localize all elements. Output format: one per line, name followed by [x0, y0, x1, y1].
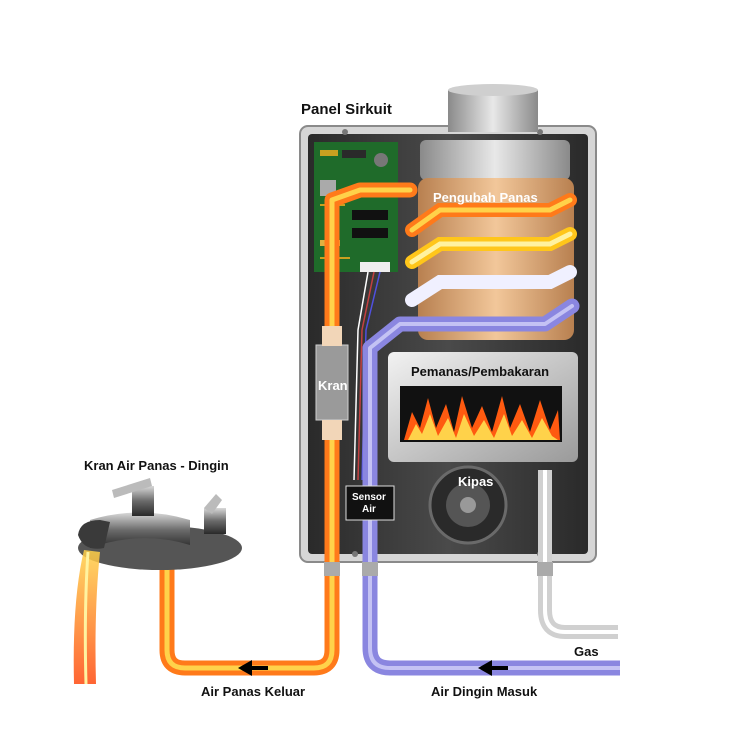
heat-exchanger [418, 178, 574, 340]
faucet-icon [78, 478, 242, 570]
label-gas: Gas [574, 644, 599, 659]
hot-coils [405, 193, 577, 307]
water-sensor [345, 485, 395, 521]
label-faucet: Kran Air Panas - Dingin [84, 458, 229, 473]
label-sensor-line1: Sensor [352, 492, 386, 503]
label-sensor-line2: Air [362, 504, 376, 515]
label-panel: Panel Sirkuit [301, 101, 392, 118]
label-hot-out: Air Panas Keluar [201, 684, 306, 699]
flue-vent [448, 90, 538, 132]
fan-icon [428, 465, 508, 545]
arrow-left-icon [238, 660, 268, 676]
label-cold-in: Air Dingin Masuk [431, 684, 538, 699]
arrow-left-icon [478, 660, 508, 676]
label-valve: Kran [318, 378, 348, 393]
label-heat-exchanger: Pengubah Panas [433, 190, 538, 205]
label-fan: Kipas [458, 474, 494, 489]
flame-icon [404, 396, 560, 440]
label-burner: Pemanas/Pembakaran [411, 364, 550, 379]
